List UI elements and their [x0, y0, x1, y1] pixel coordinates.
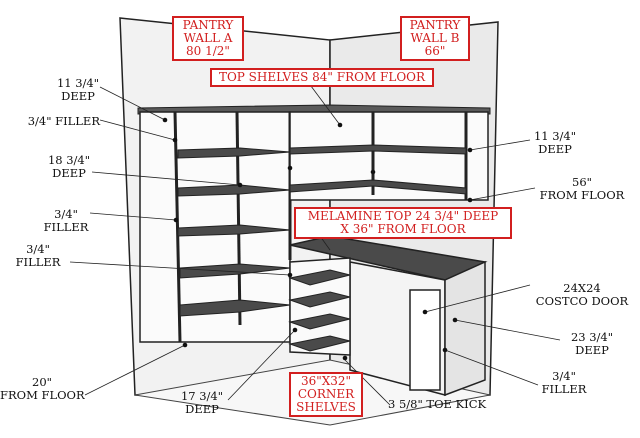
label-3-4-filler-top: 3/4" FILLER: [27, 114, 100, 128]
label-wall-a: PANTRY WALL A 80 1/2": [172, 16, 244, 61]
divider-left: [235, 111, 242, 326]
label-corner-shelves: 36"X32" CORNER SHELVES: [289, 372, 363, 417]
label-11-3-4-deep-left: 11 3/4" DEEP: [56, 76, 100, 103]
counter-end: [444, 260, 486, 397]
corner-shelves: [288, 269, 351, 352]
leader-lines: [69, 77, 561, 406]
label-melamine-top: MELAMINE TOP 24 3/4" DEEP X 36" FROM FLO…: [294, 207, 512, 239]
label-17-3-4-deep: 17 3/4" DEEP: [180, 389, 224, 416]
label-23-3-4-deep: 23 3/4" DEEP: [570, 330, 614, 357]
label-56-from-floor: 56" FROM FLOOR: [539, 175, 625, 202]
label-3-4-filler-low: 3/4" FILLER: [15, 242, 61, 269]
right-shelves: [289, 144, 467, 195]
label-11-3-4-deep-right: 11 3/4" DEEP: [533, 129, 577, 156]
filler-left: [173, 111, 182, 343]
label-18-3-4-deep: 18 3/4" DEEP: [47, 153, 91, 180]
left-shelves: [177, 147, 291, 317]
label-top-shelves: TOP SHELVES 84" FROM FLOOR: [210, 68, 434, 87]
label-toe-kick: 3 5/8" TOE KICK: [388, 397, 487, 411]
label-3-4-filler-mid: 3/4" FILLER: [43, 207, 89, 234]
label-3-4-filler-right: 3/4" FILLER: [541, 369, 587, 396]
costco-door: [409, 289, 441, 391]
label-costco-door: 24X24 COSTCO DOOR: [535, 281, 629, 308]
label-wall-b: PANTRY WALL B 66": [400, 16, 470, 61]
label-20-from-floor: 20" FROM FLOOR: [0, 375, 85, 402]
leader-dots: [162, 117, 473, 361]
